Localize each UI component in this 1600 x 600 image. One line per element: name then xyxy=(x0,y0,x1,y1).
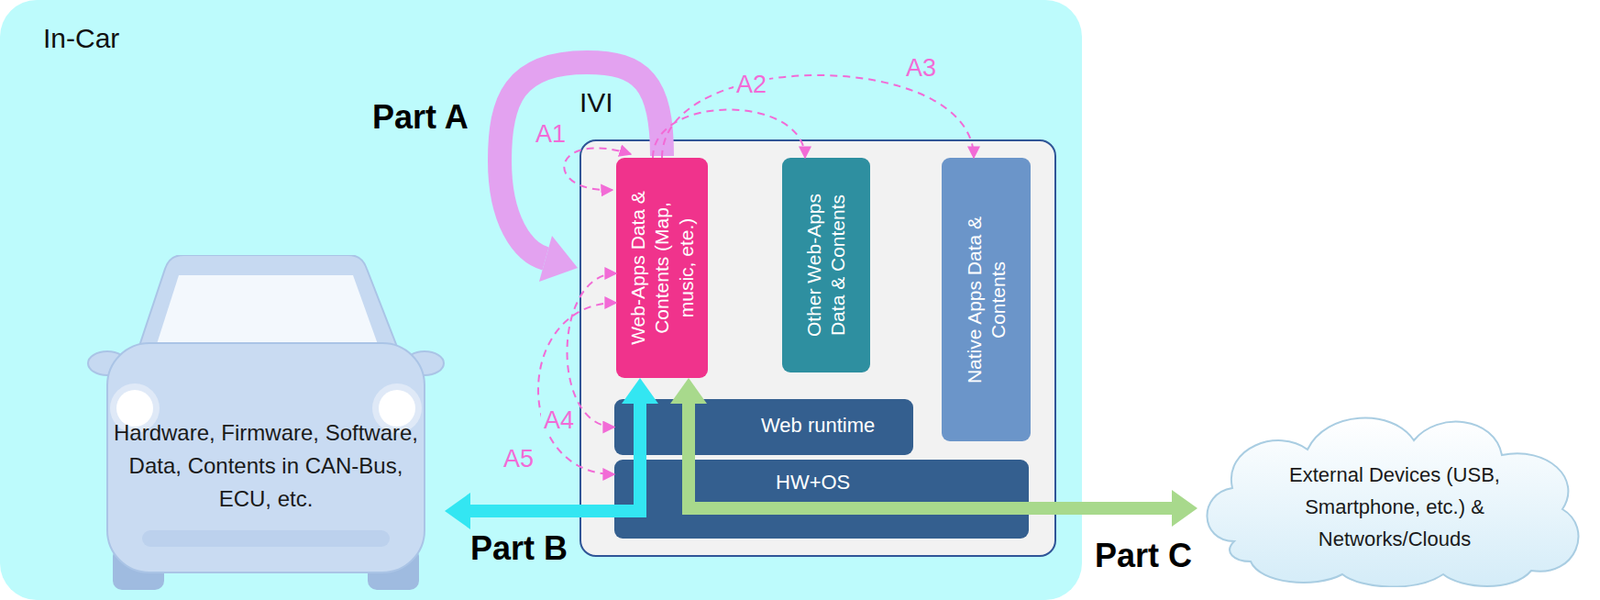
arrow-shaft xyxy=(470,403,640,511)
dashed-arrow xyxy=(538,302,617,475)
node-text: Web runtime xyxy=(761,413,875,438)
node-text: Hardware, Firmware, Software, Data, Cont… xyxy=(110,416,422,516)
node-text: In-Car xyxy=(43,22,120,56)
arrow-head xyxy=(621,377,659,404)
arrow-shaft xyxy=(688,403,1172,508)
app-box: Other Web-Apps Data & Contents xyxy=(782,157,871,373)
cloud-shape: External Devices (USB, Smartphone, etc.)… xyxy=(1197,403,1592,587)
cloud-shape xyxy=(1197,403,1592,587)
part-a-arrowhead xyxy=(539,235,578,282)
callout-label: A2 xyxy=(733,71,770,100)
node-text: HW+OS xyxy=(775,470,850,495)
dashed-arrow xyxy=(652,110,806,159)
dashed-arrow xyxy=(566,273,617,428)
app-box: Web-Apps Data & Contents (Map, music, et… xyxy=(616,157,708,378)
dashed-line xyxy=(652,110,806,159)
dashed-line xyxy=(566,273,617,428)
node-text: Native Apps Data & Contents xyxy=(961,194,1011,406)
node-text: External Devices (USB, Smartphone, etc.)… xyxy=(1261,458,1528,556)
dashed-line xyxy=(662,75,974,158)
dashed-line xyxy=(538,302,617,475)
callout-label: A3 xyxy=(903,55,939,83)
ivi-box: IVIWeb-Apps Data & Contents (Map, music,… xyxy=(579,139,1057,557)
part-label: Part C xyxy=(1092,537,1195,574)
thick-arrow xyxy=(670,377,1198,527)
arrow-head xyxy=(670,377,707,404)
app-box: Native Apps Data & Contents xyxy=(941,157,1031,442)
layer-box: Web runtime xyxy=(614,398,914,455)
callout-label: A4 xyxy=(540,407,577,435)
node-text: IVI xyxy=(579,86,614,120)
part-label: Part A xyxy=(369,99,472,136)
layer-box: HW+OS xyxy=(614,459,1029,539)
thick-arrow xyxy=(444,377,659,530)
node-text: Other Web-Apps Data & Contents xyxy=(802,177,851,353)
arrow-head xyxy=(444,492,471,530)
callout-label: A1 xyxy=(532,121,569,149)
part-label: Part B xyxy=(467,529,571,567)
a1-loop-arrow xyxy=(563,147,631,190)
node-text: Web-Apps Data & Contents (Map, music, et… xyxy=(626,176,699,360)
callout-label: A5 xyxy=(500,445,537,474)
dashed-arrow xyxy=(662,75,974,158)
arrow-head xyxy=(1171,489,1198,527)
car-illustration: Hardware, Firmware, Software, Data, Cont… xyxy=(87,254,445,592)
part-a-arc xyxy=(499,62,663,259)
